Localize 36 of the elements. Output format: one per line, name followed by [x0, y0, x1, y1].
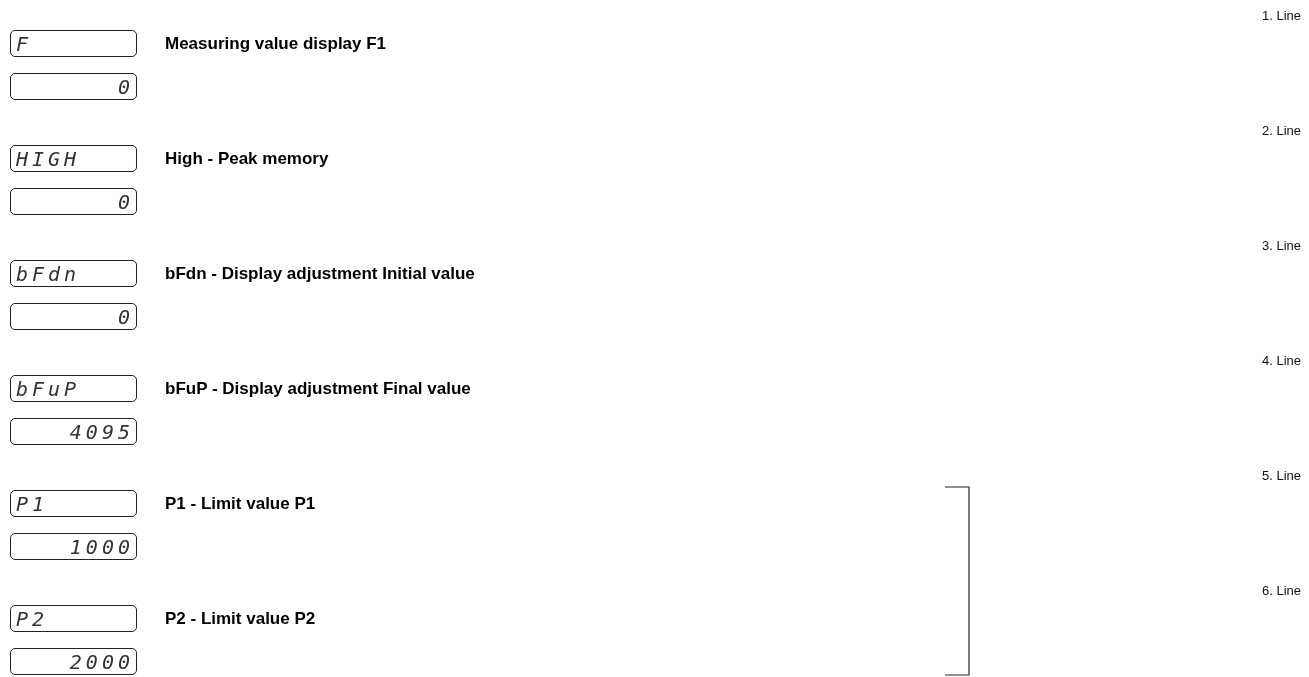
display-field	[10, 260, 137, 287]
display-field	[10, 375, 137, 402]
display-field	[10, 490, 137, 517]
line-number: 5. Line	[1262, 468, 1302, 484]
parameter-description: P1 - Limit value P1	[165, 494, 316, 514]
line-number: 1. Line	[1262, 8, 1302, 24]
display-field	[10, 648, 137, 675]
display-field	[10, 533, 137, 560]
parameter-description: bFdn - Display adjustment Initial value	[165, 264, 475, 284]
display-field	[10, 303, 137, 330]
display-readout: HIGH	[16, 147, 81, 171]
display-field	[10, 30, 137, 57]
line-number: 2. Line	[1262, 123, 1302, 139]
parameter-description: Measuring value display F1	[165, 34, 387, 54]
line-number: 6. Line	[1262, 583, 1302, 599]
line-number: 3. Line	[1262, 238, 1302, 254]
display-readout: 4095	[69, 420, 134, 444]
display-readout: 0	[117, 190, 134, 214]
display-field	[10, 188, 137, 215]
display-readout: bFuP	[16, 377, 81, 401]
display-field	[10, 605, 137, 632]
display-readout: F	[16, 32, 33, 56]
display-readout: 1000	[69, 535, 134, 559]
line-number: 4. Line	[1262, 353, 1302, 369]
display-readout: 0	[117, 75, 134, 99]
display-readout: 2000	[69, 650, 134, 674]
display-readout: P1	[16, 492, 49, 516]
parameter-description: P2 - Limit value P2	[165, 609, 316, 629]
display-field	[10, 418, 137, 445]
parameter-description: High - Peak memory	[165, 149, 329, 169]
display-readout: bFdn	[16, 262, 81, 286]
display-readout: 0	[117, 305, 134, 329]
display-field	[10, 73, 137, 100]
parameter-description: bFuP - Display adjustment Final value	[165, 379, 471, 399]
display-field	[10, 145, 137, 172]
display-readout: P2	[16, 607, 49, 631]
